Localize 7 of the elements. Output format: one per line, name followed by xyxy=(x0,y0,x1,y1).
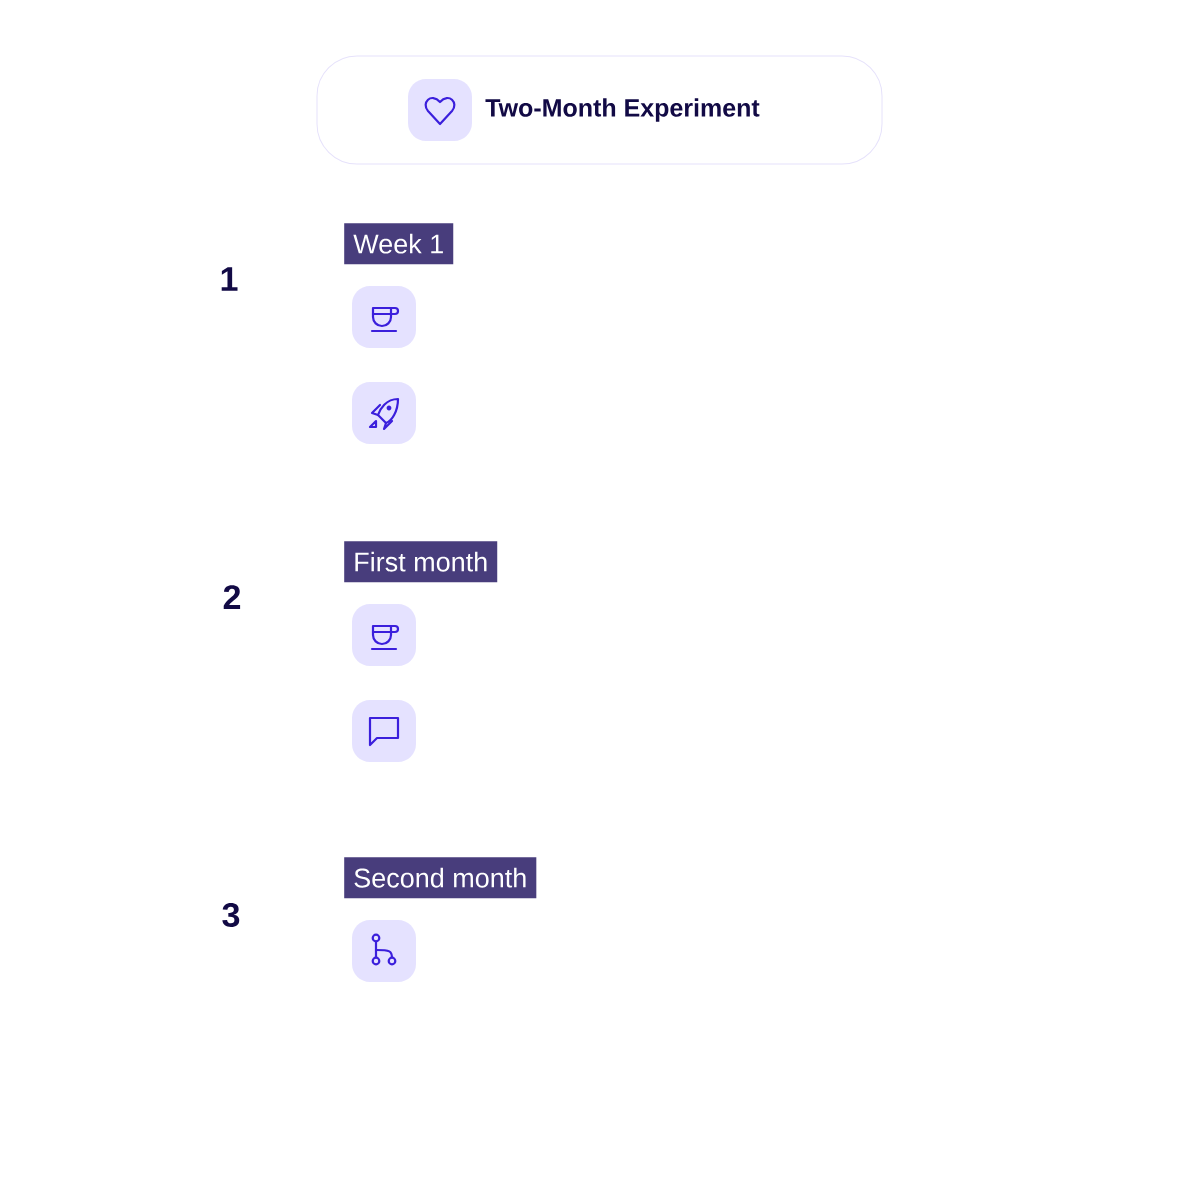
step-number: 2 xyxy=(223,585,241,609)
step-number: 1 xyxy=(221,267,238,291)
header-box: Two-Month Experiment xyxy=(316,55,883,165)
period-tag: First month xyxy=(344,541,498,583)
period-tag: Second month xyxy=(344,857,537,899)
step-number: 3 xyxy=(222,902,240,928)
period-tag: Week 1 xyxy=(344,223,454,265)
